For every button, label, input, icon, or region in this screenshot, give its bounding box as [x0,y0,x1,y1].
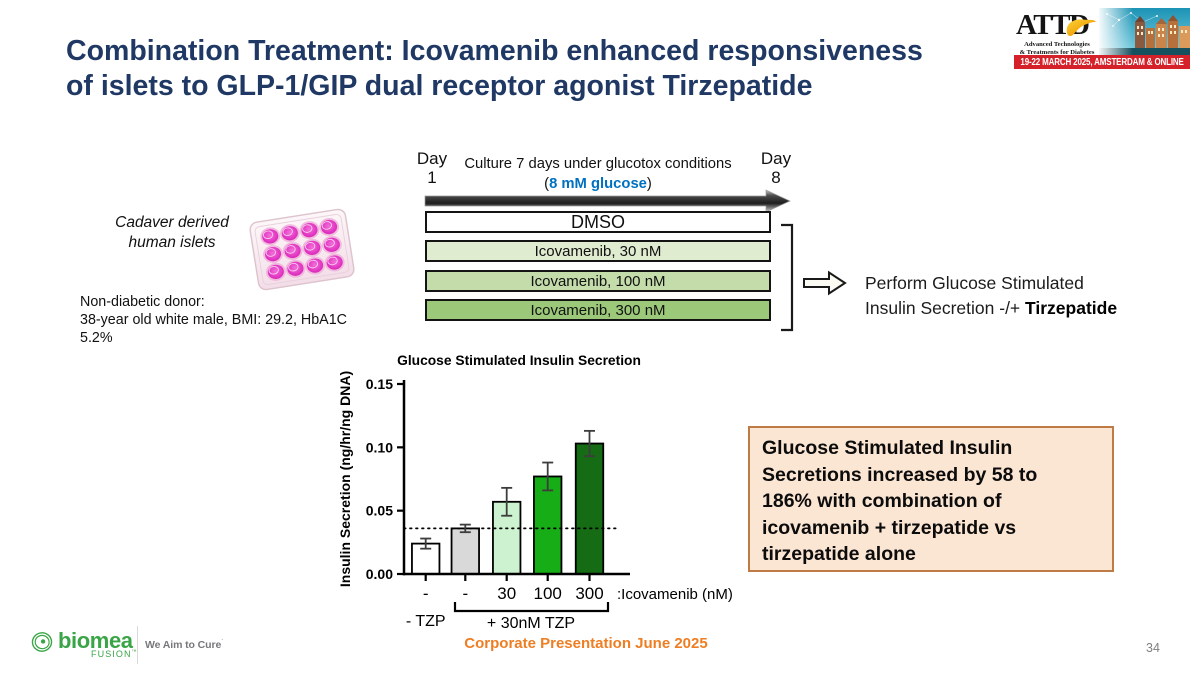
group-label-left: - TZP [406,613,446,630]
slide-title: Combination Treatment: Icovamenib enhanc… [66,35,923,102]
timeline-arrow [424,189,791,213]
biomea-cell-icon [31,632,53,652]
y-tick-label: 0.00 [366,566,393,582]
footer-note: Corporate Presentation June 2025 [464,635,708,652]
footer-divider [137,626,138,664]
x-axis-suffix: :Icovamenib (nM) [617,586,733,603]
x-category-label: - [423,584,429,603]
biomea-tm: ™ [131,649,137,655]
well-plate-image [249,208,355,291]
condition-box-icovamenib-100: Icovamenib, 100 nM [425,270,771,292]
condition-box-icovamenib-300: Icovamenib, 300 nM [425,299,771,321]
chart-ylabel: Insulin Secretion (ng/hr/ng DNA) [337,371,353,587]
biomea-tagline-text: We Aim to Cure [145,639,222,651]
outcome-line2: Insulin Secretion -/+ [865,297,1026,318]
condition-label: Icovamenib, 30 nM [534,242,662,260]
outcome-line1: Perform Glucose Stimulated [865,273,1084,293]
glucose-highlight: 8 mM glucose [549,176,647,192]
x-category-label: 100 [534,584,562,603]
page-number: 34 [1146,641,1160,655]
condition-box-icovamenib-30: Icovamenib, 30 nM [425,240,771,262]
chart-title: Glucose Stimulated Insulin Secretion [397,353,641,368]
y-tick-label: 0.10 [366,439,393,455]
day-8-label: Day 8 [760,149,792,187]
attd-gold-swoosh-icon [1066,19,1097,37]
callout-box: Glucose Stimulated Insulin Secretions in… [748,426,1114,572]
biomea-logo: biomea FUSION™ We Aim to Cure˙ [31,625,261,667]
donor-info: Non-diabetic donor: 38-year old white ma… [80,294,347,346]
attd-logo-text-block: ATTD Advanced Technologies & Treatments … [1014,8,1100,56]
amsterdam-photo [1099,8,1190,55]
attd-conference-logo: ATTD Advanced Technologies & Treatments … [1014,8,1190,69]
islets-caption: Cadaver derived human islets [115,214,229,251]
culture-close-paren: ) [646,176,652,192]
block-arrow-icon [803,270,847,296]
biomea-fusion-text: FUSION [91,649,132,659]
x-category-label: 300 [575,584,603,603]
culture-conditions-label: Culture 7 days under glucotox conditions… [448,154,748,194]
day-1-label: Day 1 [416,149,448,187]
biomea-tagline-mark: ˙ [221,639,224,646]
condition-label: DMSO [571,211,625,232]
biomea-tagline: We Aim to Cure˙ [145,639,223,651]
culture-line1: Culture 7 days under glucotox conditions [464,156,732,172]
attd-banner: 19-22 MARCH 2025, AMSTERDAM & ONLINE [1014,55,1190,69]
condition-label: Icovamenib, 300 nM [530,301,666,319]
timeline-graphics [424,189,847,332]
gsis-bar-chart: Glucose Stimulated Insulin SecretionInsu… [337,353,733,632]
condition-box-dmso: DMSO [425,211,771,233]
condition-label: Icovamenib, 100 nM [530,272,666,290]
outcome-text: Perform Glucose Stimulated Insulin Secre… [865,271,1165,320]
y-tick-label: 0.15 [366,376,393,392]
x-category-label: - [462,584,468,603]
biomea-name: biomea [58,628,133,653]
attd-banner-text: 19-22 MARCH 2025, AMSTERDAM & ONLINE [1020,56,1184,68]
culture-open-paren: ( [544,176,550,192]
y-tick-label: 0.05 [366,503,393,519]
chart-bar-- [450,527,480,575]
group-label-right: + 30nM TZP [487,615,575,632]
outcome-bold: Tirzepatide [1025,297,1118,318]
group-bracket [453,602,610,613]
x-category-label: 30 [497,584,516,603]
chart-bar-100 [533,475,563,575]
chart-bar-300 [574,442,605,575]
biomea-fusion-label: FUSION™ [91,649,137,659]
attd-subtitle: Advanced Technologies & Treatments for D… [1019,41,1095,56]
conditions-bracket [781,223,794,332]
